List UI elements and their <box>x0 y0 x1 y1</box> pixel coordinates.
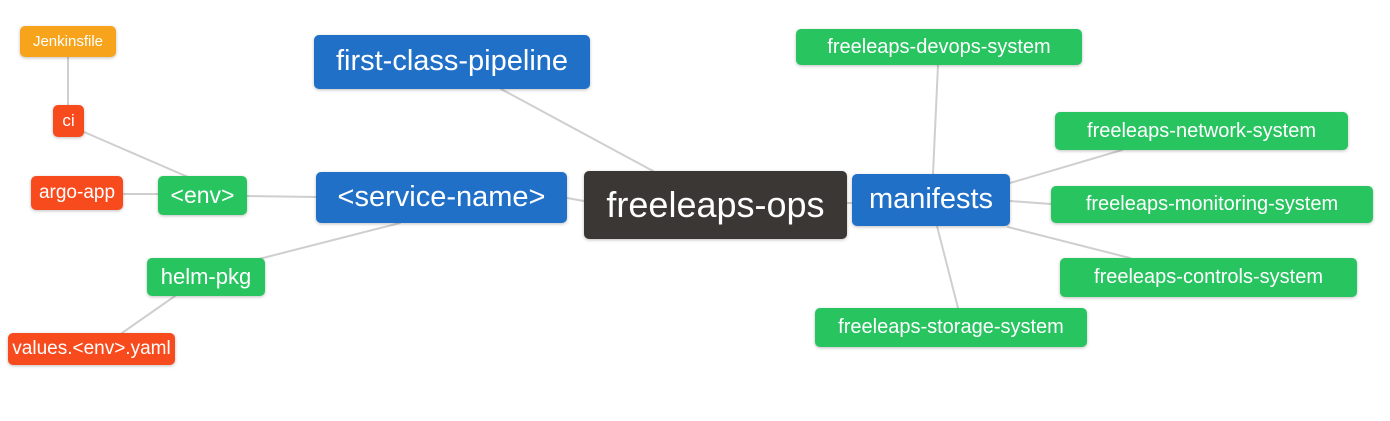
mindmap-node-freeleaps-ops[interactable]: freeleaps-ops <box>584 171 847 239</box>
mindmap-node-controls-system[interactable]: freeleaps-controls-system <box>1060 258 1357 297</box>
mindmap-node-first-class-pipeline[interactable]: first-class-pipeline <box>314 35 590 89</box>
node-label: manifests <box>868 183 994 215</box>
node-label: argo-app <box>38 182 116 203</box>
node-label: <service-name> <box>337 180 546 213</box>
mindmap-node-env[interactable]: <env> <box>158 176 247 215</box>
edge-manifests-storage-system <box>936 225 959 309</box>
mindmap-node-devops-system[interactable]: freeleaps-devops-system <box>796 29 1082 65</box>
edge-service-name-freeleaps-ops <box>566 197 585 202</box>
edge-ci-env <box>83 131 189 178</box>
node-label: values.<env>.yaml <box>12 338 171 359</box>
node-label: <env> <box>170 181 235 208</box>
node-label: first-class-pipeline <box>335 45 569 77</box>
mindmap-node-values-env-yaml[interactable]: values.<env>.yaml <box>8 333 175 365</box>
mindmap-node-ci[interactable]: ci <box>53 105 84 137</box>
mindmap-node-service-name[interactable]: <service-name> <box>316 172 567 223</box>
node-label: freeleaps-monitoring-system <box>1085 193 1339 215</box>
mindmap-node-argo-app[interactable]: argo-app <box>31 176 123 210</box>
mindmap-node-monitoring-system[interactable]: freeleaps-monitoring-system <box>1051 186 1373 223</box>
edge-manifests-network-system <box>1009 149 1123 184</box>
edge-service-name-helm-pkg <box>254 222 401 261</box>
edge-helm-pkg-values-env-yaml <box>121 295 176 334</box>
edge-manifests-controls-system <box>1007 226 1131 259</box>
node-label: helm-pkg <box>160 263 252 289</box>
edge-manifests-monitoring-system <box>1009 200 1052 205</box>
mindmap-node-helm-pkg[interactable]: helm-pkg <box>147 258 265 296</box>
mindmap-node-jenkinsfile[interactable]: Jenkinsfile <box>20 26 116 57</box>
node-label: freeleaps-storage-system <box>838 316 1064 338</box>
mindmap-node-network-system[interactable]: freeleaps-network-system <box>1055 112 1348 150</box>
edge-first-class-pipeline-freeleaps-ops <box>500 88 654 172</box>
node-label: freeleaps-ops <box>606 183 825 225</box>
edge-env-service-name <box>246 195 317 198</box>
node-label: Jenkinsfile <box>32 32 104 50</box>
node-label: ci <box>62 111 75 130</box>
node-label: freeleaps-controls-system <box>1094 266 1323 288</box>
node-label: freeleaps-network-system <box>1087 119 1316 142</box>
mindmap-node-manifests[interactable]: manifests <box>852 174 1010 226</box>
node-label: freeleaps-devops-system <box>827 35 1051 58</box>
edge-manifests-devops-system <box>932 64 939 175</box>
mindmap-node-storage-system[interactable]: freeleaps-storage-system <box>815 308 1087 347</box>
